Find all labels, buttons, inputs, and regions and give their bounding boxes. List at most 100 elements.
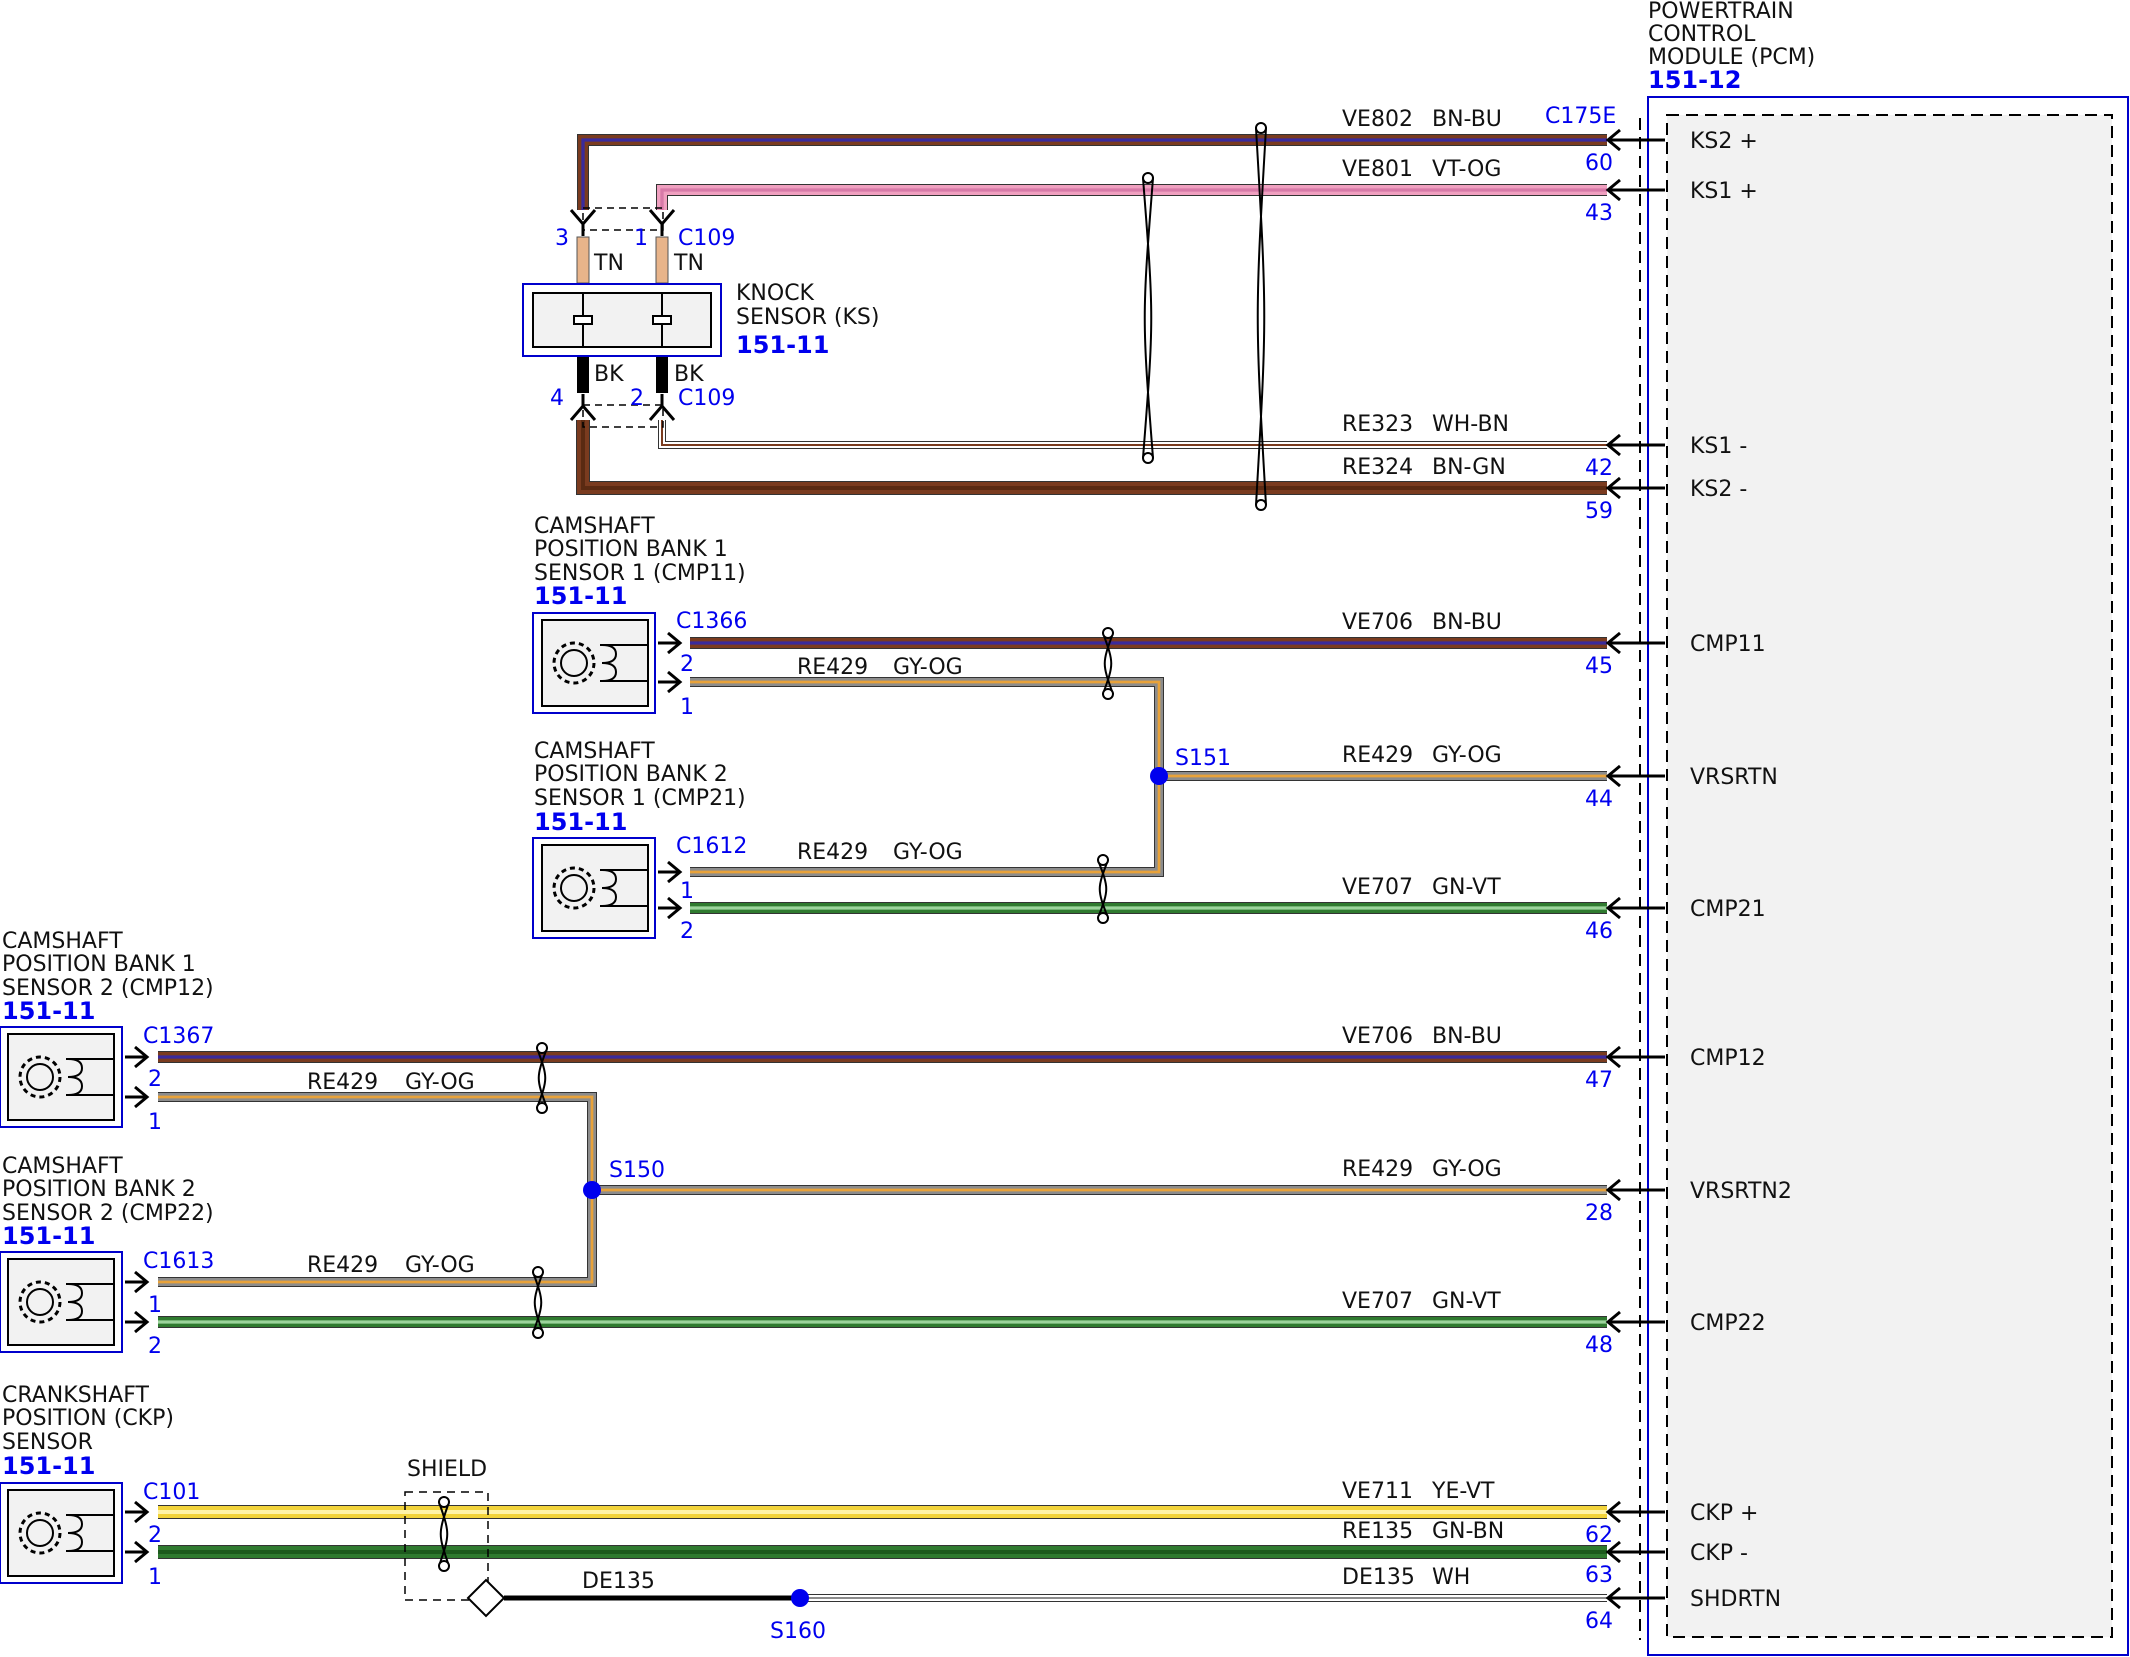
color-label-3: BN-GN	[1432, 455, 1506, 480]
circuit-label-7: VE706	[1342, 1024, 1413, 1049]
wire-ve801-1-tracer	[660, 188, 1607, 210]
circuit-label-4: VE706	[1342, 610, 1413, 635]
circuit-label-9: VE707	[1342, 1289, 1413, 1314]
ks-title-2: SENSOR (KS)	[736, 305, 879, 330]
run-cmp12-circuit: RE429	[307, 1070, 378, 1095]
ckp-sensor: CRANKSHAFT POSITION (CKP) SENSOR 151-11 …	[0, 1383, 200, 1590]
wire-ve801-1	[657, 185, 1607, 210]
ckp-connector: C101	[143, 1480, 200, 1505]
cmp11-connector: C1366	[676, 609, 747, 634]
ks-pin-4: 4	[550, 386, 564, 411]
pcm-terminal-45	[1605, 631, 1665, 655]
ks-title-1: KNOCK	[736, 281, 815, 306]
twist-cmp12-top	[536, 1042, 548, 1054]
signal-label-7: CMP12	[1690, 1046, 1766, 1071]
color-label-9: GN-VT	[1432, 1289, 1501, 1314]
pcm-terminal-64	[1605, 1586, 1665, 1610]
twist-cmp21-a	[1097, 859, 1108, 919]
cmp11-title-3: SENSOR 1 (CMP11)	[534, 561, 746, 586]
twist-ckp-top	[438, 1496, 450, 1508]
splice-s160-dot	[791, 1589, 809, 1607]
pcm-title-2: CONTROL	[1648, 22, 1756, 47]
cmp11-title-1: CAMSHAFT	[534, 514, 655, 539]
circuit-label-2: RE323	[1342, 412, 1413, 437]
circuit-label-10: VE711	[1342, 1479, 1413, 1504]
run-cmp12-color: GY-OG	[405, 1070, 475, 1095]
color-label-11: GN-BN	[1432, 1519, 1504, 1544]
ks-wire-color-2: TN	[673, 251, 704, 276]
pcm-terminal-43	[1605, 178, 1665, 202]
color-label-4: BN-BU	[1432, 610, 1502, 635]
cmp11-title-2: POSITION BANK 1	[534, 537, 728, 562]
signal-label-11: CKP -	[1690, 1541, 1748, 1566]
splice-s150-label: S150	[609, 1158, 665, 1183]
cmp11-sensor: CAMSHAFT POSITION BANK 1 SENSOR 1 (CMP11…	[532, 514, 747, 720]
twist-cmp21-bottom	[1097, 912, 1109, 924]
circuit-label-8: RE429	[1342, 1157, 1413, 1182]
ks-wire-color-3: BK	[594, 362, 624, 387]
sensor-terminal-7	[125, 1310, 150, 1334]
cmp22-pin-2: 2	[148, 1334, 162, 1359]
twist-ckp-b	[439, 1501, 450, 1567]
circuit-label-11: RE135	[1342, 1519, 1413, 1544]
pcm-terminal-46	[1605, 896, 1665, 920]
pcm-terminal-47	[1605, 1045, 1665, 1069]
pin-label-44: 44	[1585, 787, 1613, 812]
circuit-label-5: RE429	[1342, 743, 1413, 768]
run-cmp21-circuit: RE429	[797, 840, 868, 865]
color-label-12: WH	[1432, 1565, 1470, 1590]
cmp22-pin-1: 1	[148, 1293, 162, 1318]
twist-ks2-a	[1255, 127, 1266, 506]
pin-label-43: 43	[1585, 201, 1613, 226]
cmp21-title-3: SENSOR 1 (CMP21)	[534, 786, 746, 811]
color-label-2: WH-BN	[1432, 412, 1509, 437]
ks-wire-color-4: BK	[674, 362, 704, 387]
ks-ref: 151-11	[736, 331, 829, 359]
color-label-7: BN-BU	[1432, 1024, 1502, 1049]
ckp-ref: 151-11	[2, 1452, 95, 1480]
pcm-terminal-28	[1605, 1178, 1665, 1202]
ckp-title-3: SENSOR	[2, 1430, 93, 1455]
run-cmp21-color: GY-OG	[893, 840, 963, 865]
signal-label-1: KS1 +	[1690, 179, 1758, 204]
run-cmp22-color: GY-OG	[405, 1253, 475, 1278]
pin-label-62: 62	[1585, 1523, 1613, 1548]
twist-cmp12-bottom	[536, 1102, 548, 1114]
ckp-title-2: POSITION (CKP)	[2, 1406, 174, 1431]
signal-label-12: SHDRTN	[1690, 1587, 1781, 1612]
signal-label-2: KS1 -	[1690, 434, 1747, 459]
run-cmp11-color: GY-OG	[893, 655, 963, 680]
cmp12-pin-1: 1	[148, 1110, 162, 1135]
sensor-terminal-4	[125, 1045, 150, 1069]
circuit-label-12: DE135	[1342, 1565, 1415, 1590]
pcm-terminal-60	[1605, 128, 1665, 152]
cmp22-ref: 151-11	[2, 1222, 95, 1250]
color-label-10: YE-VT	[1431, 1479, 1495, 1504]
run-cmp22-circuit: RE429	[307, 1253, 378, 1278]
splice-s150-dot	[583, 1181, 601, 1199]
pin-label-48: 48	[1585, 1333, 1613, 1358]
signal-label-0: KS2 +	[1690, 129, 1758, 154]
sensor-terminal-1	[658, 670, 683, 694]
pcm-terminal-42	[1605, 433, 1665, 457]
cmp21-title-2: POSITION BANK 2	[534, 762, 728, 787]
cmp12-sensor: CAMSHAFT POSITION BANK 1 SENSOR 2 (CMP12…	[0, 929, 214, 1135]
color-label-0: BN-BU	[1432, 107, 1502, 132]
cmp11-pin-2: 2	[680, 652, 694, 677]
cmp22-title-2: POSITION BANK 2	[2, 1177, 196, 1202]
cmp11-pin-1: 1	[680, 695, 694, 720]
pin-label-46: 46	[1585, 919, 1613, 944]
pin-label-42: 42	[1585, 456, 1613, 481]
twist-ks2-top	[1255, 122, 1267, 134]
twist-cmp22-top	[532, 1266, 544, 1278]
ks-pin-2: 2	[630, 386, 644, 411]
ckp-pin-1: 1	[148, 1565, 162, 1590]
circuit-label-1: VE801	[1342, 157, 1413, 182]
color-label-5: GY-OG	[1432, 743, 1502, 768]
cmp12-connector: C1367	[143, 1024, 214, 1049]
signal-label-4: CMP11	[1690, 632, 1766, 657]
ks-connector-top: C109	[678, 226, 735, 251]
cmp21-connector: C1612	[676, 834, 747, 859]
pcm-module: POWERTRAIN CONTROL MODULE (PCM) 151-12	[1639, 0, 2129, 1656]
